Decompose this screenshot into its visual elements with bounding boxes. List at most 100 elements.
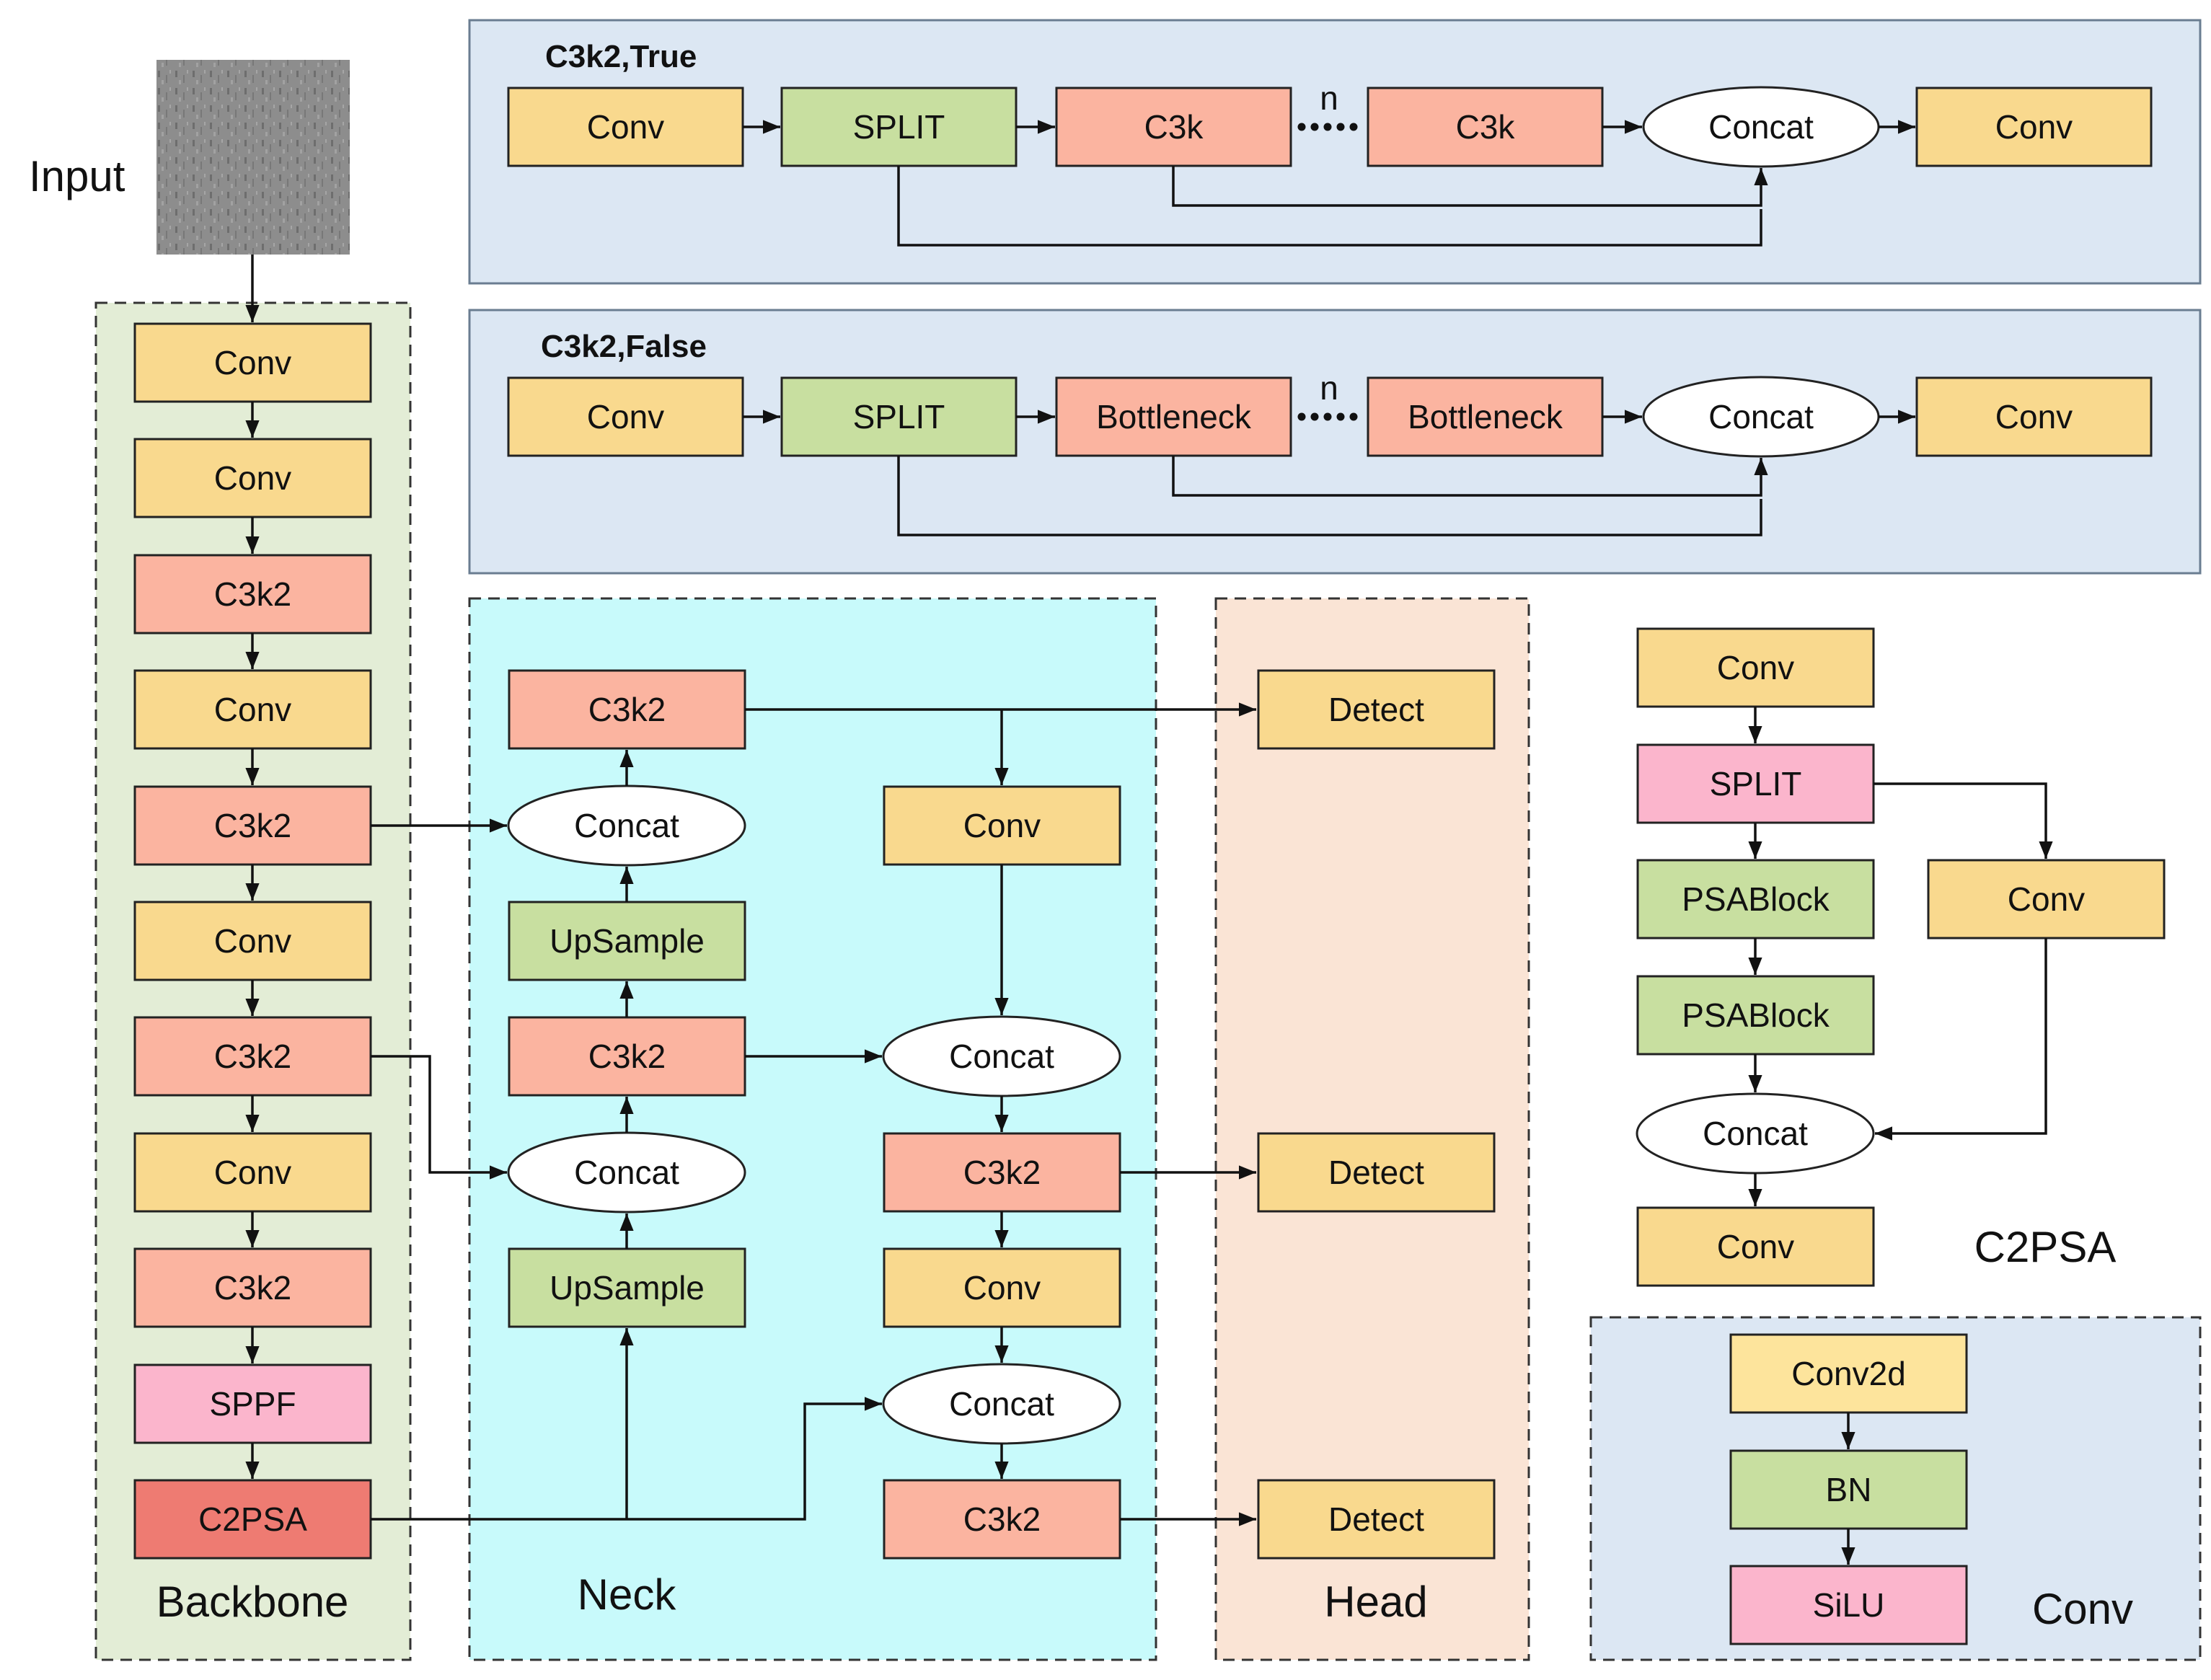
c2psa-conv-in: Conv: [1636, 627, 1875, 708]
svg-text:C3k2: C3k2: [963, 1500, 1041, 1538]
svg-text:Concat: Concat: [574, 1154, 679, 1191]
conv-block-conv2d: Conv2d: [1729, 1333, 1968, 1414]
backbone-c3k2-1: C3k2: [133, 554, 372, 635]
c3k2-false-concat: Concat: [1642, 376, 1880, 458]
svg-text:Concat: Concat: [949, 1385, 1054, 1423]
neck-label: Neck: [578, 1570, 677, 1619]
svg-text:Conv: Conv: [214, 922, 291, 960]
backbone-conv-1: Conv: [133, 322, 372, 403]
c3k2-false-bottleneck-1: Bottleneck: [1055, 376, 1292, 457]
svg-text:Detect: Detect: [1328, 691, 1424, 728]
c3k2-false-node-6: Conv: [1915, 376, 2153, 457]
c3k2-false-repeat-dots: [1297, 412, 1358, 421]
head-detect-1: Detect: [1257, 669, 1496, 750]
svg-text:Concat: Concat: [574, 807, 679, 844]
svg-text:Conv: Conv: [587, 398, 664, 436]
c3k2-true-split: SPLIT: [780, 87, 1018, 167]
c2psa-label: C2PSA: [1974, 1223, 2117, 1271]
svg-text:C3k2: C3k2: [214, 575, 291, 613]
head-detect-3: Detect: [1257, 1479, 1496, 1560]
neck-concat-right-1: Concat: [882, 1015, 1121, 1097]
svg-text:SPLIT: SPLIT: [853, 108, 945, 146]
svg-text:Conv: Conv: [963, 807, 1041, 844]
backbone-label: Backbone: [156, 1578, 349, 1626]
svg-text:C3k: C3k: [1456, 108, 1516, 146]
svg-text:Conv: Conv: [214, 344, 291, 381]
neck-c3k2-mid-left: C3k2: [508, 1016, 746, 1097]
svg-text:SPLIT: SPLIT: [853, 398, 945, 436]
svg-text:PSABlock: PSABlock: [1682, 880, 1830, 918]
neck-concat-right-2: Concat: [882, 1363, 1121, 1445]
svg-text:Detect: Detect: [1328, 1500, 1424, 1538]
c3k2-false-split: SPLIT: [780, 376, 1018, 457]
neck-c3k2-right-1: C3k2: [883, 1132, 1121, 1213]
svg-text:C3k: C3k: [1144, 108, 1204, 146]
conv-block-bn: BN: [1729, 1449, 1968, 1530]
svg-text:Bottleneck: Bottleneck: [1096, 398, 1252, 436]
svg-text:C3k2: C3k2: [214, 1038, 291, 1075]
c3k2-true-panel: [468, 19, 2202, 285]
c3k2-true-edges: [743, 120, 1915, 247]
conv-block-silu: SiLU: [1729, 1565, 1968, 1645]
svg-text:Conv: Conv: [214, 459, 291, 497]
c2psa-concat: Concat: [1636, 1092, 1875, 1175]
svg-text:C3k2: C3k2: [214, 1269, 291, 1307]
neck-upsample-2: UpSample: [508, 1247, 746, 1328]
svg-text:Conv: Conv: [587, 108, 664, 146]
svg-text:UpSample: UpSample: [550, 1269, 705, 1307]
c3k2-false-node-1: Conv: [507, 376, 744, 457]
input-image: [156, 60, 350, 255]
svg-text:Conv: Conv: [1717, 649, 1794, 686]
c3k2-true-node-1: Conv: [507, 87, 744, 167]
svg-text:Concat: Concat: [1703, 1115, 1808, 1152]
svg-text:PSABlock: PSABlock: [1682, 996, 1830, 1034]
c2psa-psablock-1: PSABlock: [1636, 859, 1875, 940]
c3k2-false-title: C3k2,False: [541, 329, 707, 364]
svg-text:SiLU: SiLU: [1813, 1586, 1885, 1624]
svg-text:Detect: Detect: [1328, 1154, 1424, 1191]
svg-text:Conv: Conv: [214, 691, 291, 728]
backbone-sppf: SPPF: [133, 1363, 372, 1444]
input-label: Input: [29, 152, 125, 200]
backbone-conv-2: Conv: [133, 438, 372, 518]
neck-c3k2-top: C3k2: [508, 669, 746, 750]
neck-concat-upper-left: Concat: [507, 784, 746, 867]
svg-text:Concat: Concat: [949, 1038, 1054, 1075]
neck-conv-right-2: Conv: [883, 1247, 1121, 1328]
svg-text:Conv: Conv: [1995, 398, 2073, 436]
neck-upsample-1: UpSample: [508, 901, 746, 981]
svg-text:C3k2: C3k2: [214, 807, 291, 844]
c3k2-false-bottleneck-2: Bottleneck: [1367, 376, 1604, 457]
head-detect-2: Detect: [1257, 1132, 1496, 1213]
c3k2-false-n-label: n: [1320, 369, 1338, 407]
svg-text:C2PSA: C2PSA: [198, 1500, 307, 1538]
svg-text:C3k2: C3k2: [588, 691, 666, 728]
neck-concat-lower-left: Concat: [507, 1131, 746, 1213]
c3k2-true-c3k-1: C3k: [1055, 87, 1292, 167]
svg-text:Conv: Conv: [2008, 880, 2085, 918]
head-label: Head: [1324, 1578, 1427, 1626]
c2psa-conv-side: Conv: [1927, 859, 2166, 940]
svg-text:SPPF: SPPF: [209, 1385, 296, 1423]
svg-text:Conv: Conv: [214, 1154, 291, 1191]
c2psa-edges: [1748, 707, 2053, 1206]
svg-text:C3k2: C3k2: [963, 1154, 1041, 1191]
svg-text:C3k2: C3k2: [588, 1038, 666, 1075]
backbone-c3k2-4: C3k2: [133, 1247, 372, 1328]
c2psa-split: SPLIT: [1636, 743, 1875, 824]
c3k2-false-edges: [743, 410, 1915, 536]
svg-text:Concat: Concat: [1708, 108, 1814, 146]
svg-text:Conv: Conv: [1995, 108, 2073, 146]
c2psa-conv-out: Conv: [1636, 1206, 1875, 1287]
c3k2-true-n-label: n: [1320, 79, 1338, 117]
c3k2-true-concat: Concat: [1642, 86, 1880, 168]
backbone-c2psa: C2PSA: [133, 1479, 372, 1560]
c3k2-true-repeat-dots: [1297, 123, 1358, 131]
c3k2-true-title: C3k2,True: [545, 39, 697, 74]
backbone-conv-5: Conv: [133, 1132, 372, 1213]
c3k2-false-panel: [468, 309, 2202, 575]
svg-text:Conv: Conv: [1717, 1228, 1794, 1265]
neck-c3k2-right-2: C3k2: [883, 1479, 1121, 1560]
backbone-c3k2-2: C3k2: [133, 785, 372, 866]
